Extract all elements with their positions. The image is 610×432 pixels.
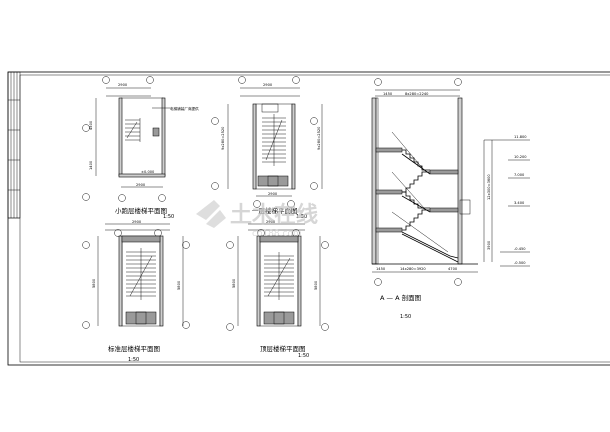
title-section: A — A 剖面图 <box>380 293 421 302</box>
title-bottom-middle: 顶层楼梯平面图 <box>260 344 306 353</box>
dim-plan-width: 2900 <box>118 83 128 87</box>
plan-bottom-middle: 2900 5800 5800 顶层 <box>226 220 329 359</box>
plan-top-middle: 2900 9x280=2520 9x280=2520 <box>211 76 323 220</box>
svg-text:2900: 2900 <box>132 220 142 224</box>
level-2: 10.200 <box>514 155 527 159</box>
level-5: -0.450 <box>514 247 526 251</box>
svg-text:4700: 4700 <box>448 267 458 271</box>
level-1: 11.800 <box>514 135 527 139</box>
svg-text:9x280=2520: 9x280=2520 <box>317 126 321 150</box>
title-bottom-left: 标准层楼梯平面图 <box>108 344 160 353</box>
svg-text:3900: 3900 <box>487 240 491 250</box>
svg-text:1450: 1450 <box>376 267 386 271</box>
note-elevator: 电梯铺装厂商提供 <box>170 106 199 111</box>
level-6: -0.500 <box>514 261 526 265</box>
title-top-middle: 一层楼梯平面图 <box>252 206 298 215</box>
svg-text:4500: 4500 <box>89 120 93 130</box>
svg-text:5800: 5800 <box>232 278 236 288</box>
level-3: 7.000 <box>514 173 525 177</box>
svg-text:5800: 5800 <box>314 280 318 290</box>
dim-section-run-top: 8x280=2240 <box>405 92 429 96</box>
sheet-frame <box>7 71 610 366</box>
title-top-left: 小跑层楼梯平面图 <box>115 206 167 215</box>
elevation-markers: 11.800 10.200 7.000 3.400 -0.450 -0.500 … <box>483 135 530 267</box>
section-a-a: 1450 8x280=2240 <box>371 78 530 320</box>
svg-text:5800: 5800 <box>92 278 96 288</box>
scale-bottom-middle: 1:50 <box>298 353 309 359</box>
svg-text:2900: 2900 <box>268 192 278 196</box>
watermark-sub: co188.com <box>252 229 302 239</box>
svg-text:1400: 1400 <box>89 160 93 170</box>
scale-top-left: 1:50 <box>163 214 174 220</box>
watermark-text: 土木在线 <box>230 202 318 228</box>
scale-top-middle: 1:50 <box>296 214 307 220</box>
svg-text:5800: 5800 <box>177 280 181 290</box>
dim-section-run-bottom: 14x280=3920 <box>400 267 426 271</box>
stair-flights <box>391 131 459 263</box>
scale-bottom-left: 1:50 <box>128 357 139 363</box>
floor-slabs <box>375 147 459 233</box>
svg-text:2900: 2900 <box>136 183 146 187</box>
scale-section: 1:50 <box>400 314 411 320</box>
dim-stair-run: 9x280=2520 <box>221 126 225 150</box>
svg-text:2900: 2900 <box>263 83 273 87</box>
plan-bottom-left: 2900 5800 5800 <box>82 220 190 363</box>
watermark: 土木在线 co188.com <box>196 200 318 239</box>
svg-text:2900: 2900 <box>266 220 276 224</box>
dim-section-small: 1450 <box>383 92 393 96</box>
level-4: 3.400 <box>514 201 525 205</box>
svg-text:12x300=3600: 12x300=3600 <box>487 174 491 200</box>
level-floor: ±0.000 <box>141 170 155 174</box>
plan-top-left: 2900 电梯铺装厂商提供 1400 4500 2900 ±0.000 小跑层楼 <box>82 76 199 220</box>
